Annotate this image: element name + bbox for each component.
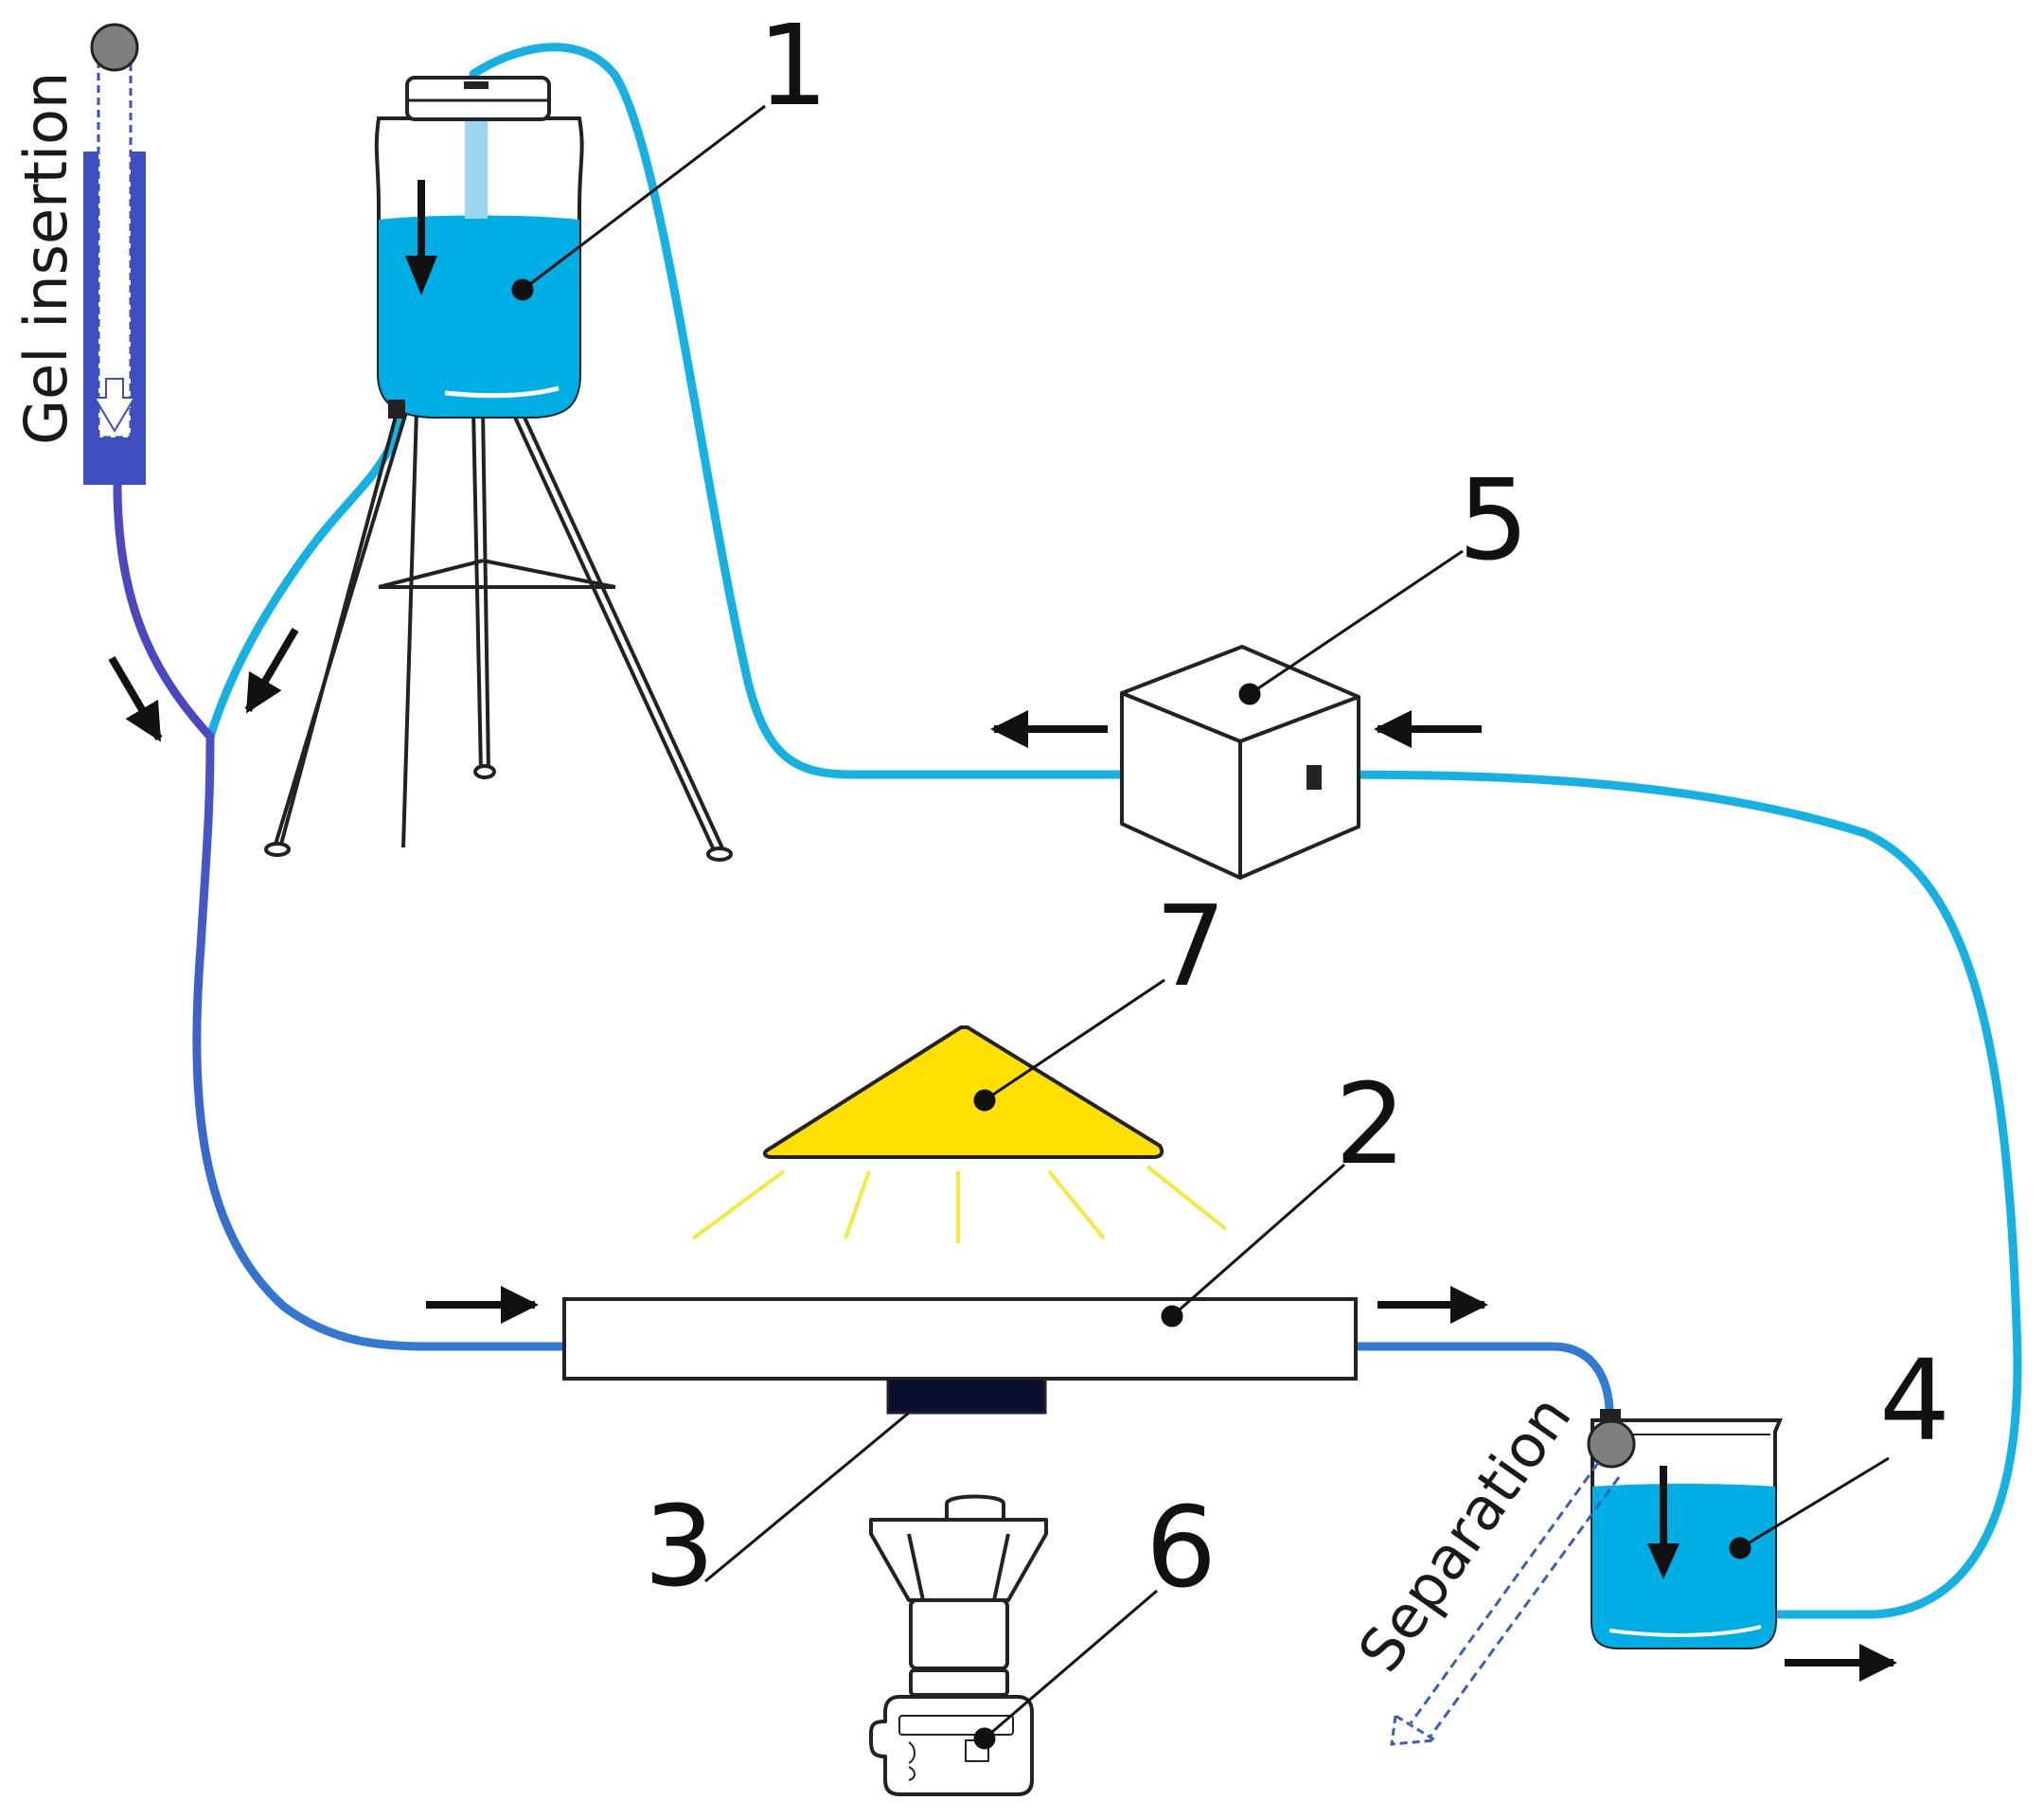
tube-junction-to-channel bbox=[192, 732, 1614, 1417]
reservoir-jar bbox=[374, 76, 584, 419]
camera bbox=[869, 1494, 1048, 1796]
callout-number-4: 4 bbox=[1879, 1335, 1950, 1466]
beaker bbox=[1591, 1418, 1783, 1649]
gel-insertion-label: Gel insertion bbox=[11, 72, 80, 445]
light-source bbox=[691, 1025, 1228, 1243]
gel-syringe bbox=[83, 23, 146, 485]
pump-box bbox=[1120, 645, 1360, 880]
magnet bbox=[886, 1377, 1047, 1415]
separation-outlet-arrow bbox=[1409, 1462, 1621, 1738]
callout-number-3: 3 bbox=[644, 1481, 715, 1612]
callout-number-7: 7 bbox=[1155, 881, 1226, 1011]
separation-valve bbox=[1390, 1409, 1636, 1746]
tubing bbox=[113, 43, 2022, 1619]
tube-reservoir-to-junction bbox=[205, 412, 405, 741]
flow-arrows bbox=[108, 627, 1897, 1682]
flow-arrow-reservoir-outlet bbox=[244, 627, 299, 714]
reservoir-water bbox=[379, 215, 579, 417]
syringe-knob bbox=[90, 23, 139, 72]
flow-arrow-gel bbox=[108, 655, 163, 742]
tube-reservoir-to-pump bbox=[469, 43, 1127, 779]
callout-number-1: 1 bbox=[757, 0, 828, 131]
beaker-water bbox=[1592, 1484, 1775, 1648]
callout-leaders bbox=[511, 104, 1890, 1750]
light-rays bbox=[691, 1165, 1228, 1243]
callout-number-2: 2 bbox=[1335, 1059, 1406, 1189]
callout-number-6: 6 bbox=[1146, 1482, 1217, 1613]
pump-port bbox=[1306, 765, 1322, 790]
flow-channel bbox=[562, 1297, 1358, 1381]
tripod-stand bbox=[264, 408, 733, 862]
separation-label: Separation bbox=[1344, 1383, 1584, 1684]
callout-number-5: 5 bbox=[1458, 454, 1529, 585]
tube-gel-to-junction bbox=[113, 480, 215, 741]
tube-pump-to-beaker bbox=[1313, 770, 2022, 1619]
